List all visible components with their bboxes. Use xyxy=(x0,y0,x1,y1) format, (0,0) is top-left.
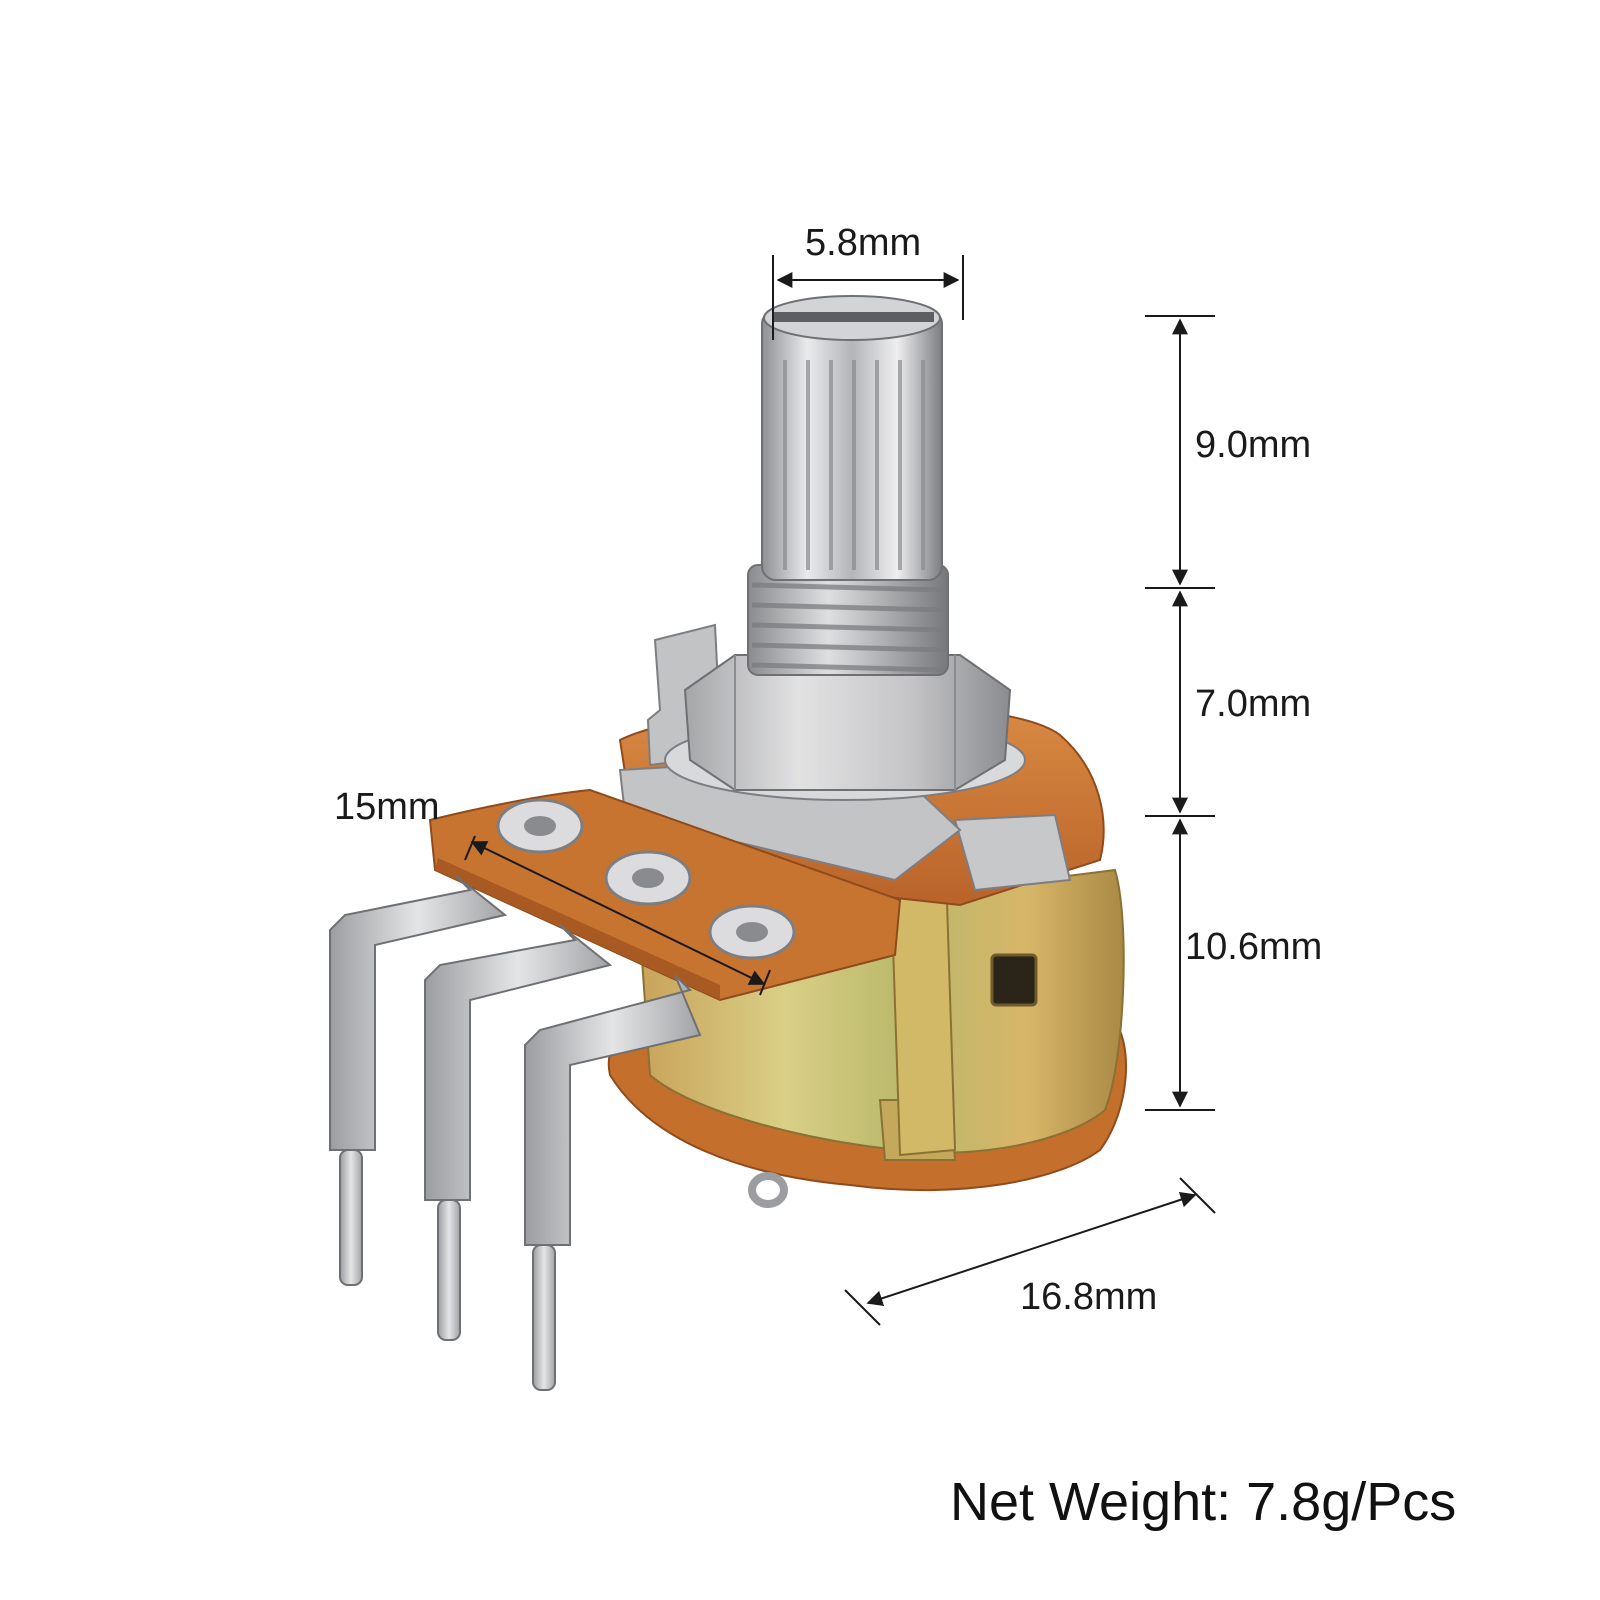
threaded-bushing xyxy=(747,564,949,676)
dimension-lines xyxy=(464,255,1216,1326)
thread-length-label: 7.0mm xyxy=(1195,683,1312,725)
housing-window xyxy=(990,953,1038,1007)
body-height-label: 10.6mm xyxy=(1185,926,1323,968)
body-diameter-label: 16.8mm xyxy=(1020,1276,1158,1318)
potentiometer xyxy=(329,295,1127,1391)
side-tab xyxy=(953,813,1072,892)
shaft-slot xyxy=(772,312,934,322)
net-weight-label: Net Weight: 7.8g/Pcs xyxy=(950,1472,1457,1532)
terminal-pins xyxy=(329,874,702,1391)
mounting-lug xyxy=(748,1172,788,1208)
terminal-width-label: 15mm xyxy=(334,786,440,828)
shaft-length-label: 9.0mm xyxy=(1195,424,1312,466)
shaft-diameter-label: 5.8mm xyxy=(805,222,922,264)
